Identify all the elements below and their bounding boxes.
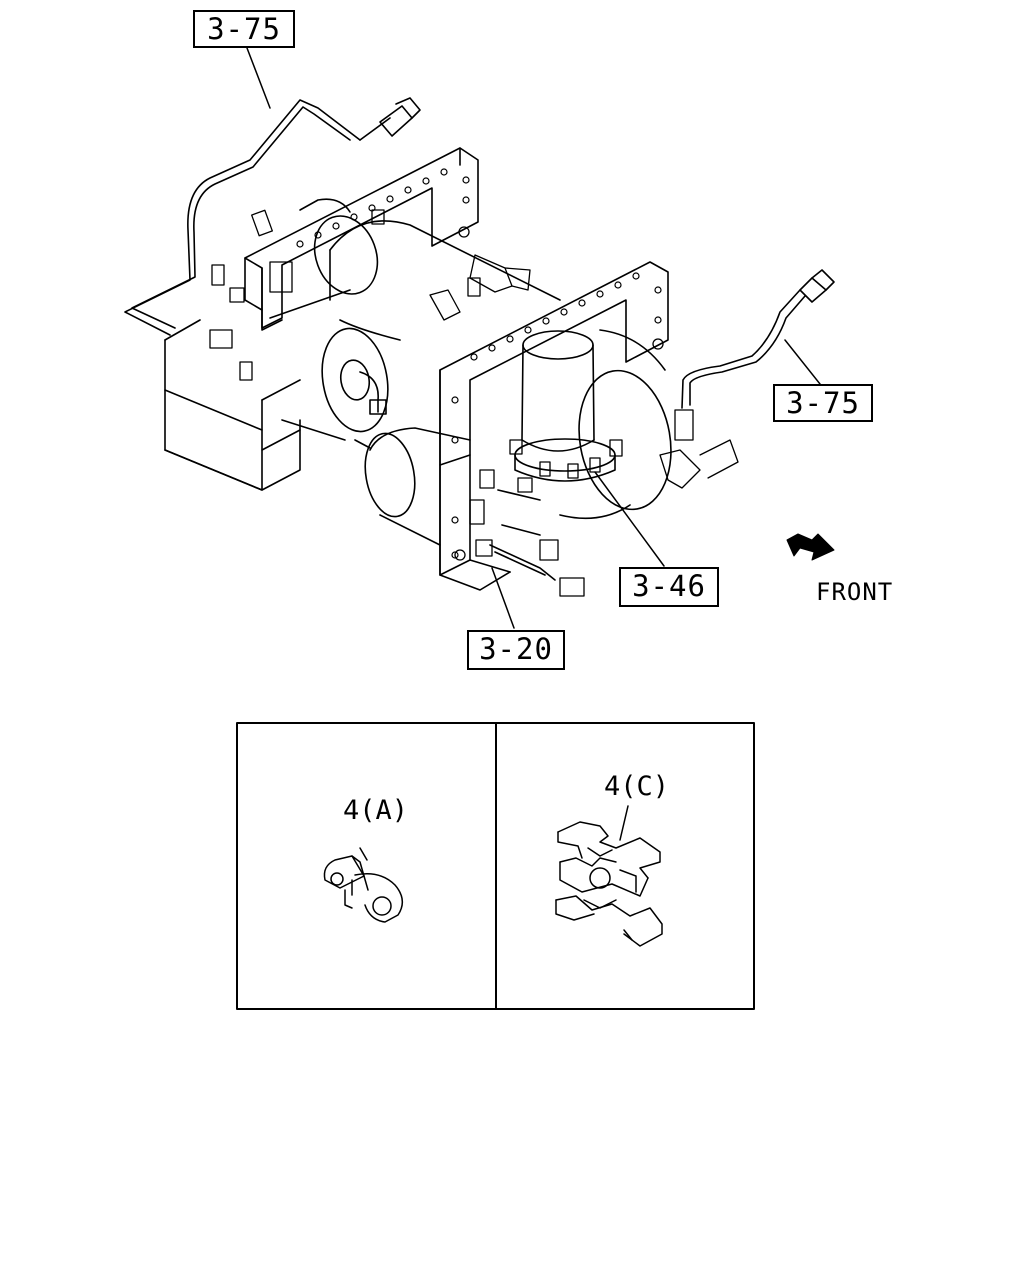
leader-lines <box>246 47 821 629</box>
callout-top-left: 3-75 <box>193 10 295 48</box>
lower-cylinder <box>354 427 471 546</box>
bracket-clip-icon <box>555 805 663 947</box>
air-dryer-assembly <box>124 97 835 597</box>
detail-label-a: 4(A) <box>343 795 409 826</box>
rear-bracket <box>244 147 479 331</box>
detail-panels <box>236 722 755 1010</box>
clip-icon <box>323 847 404 923</box>
air-pipes <box>124 97 835 581</box>
detail-label-c: 4(C) <box>604 771 670 802</box>
callout-bottom: 3-20 <box>467 630 565 670</box>
fittings <box>209 209 739 597</box>
callout-right: 3-75 <box>773 384 873 422</box>
callout-center: 3-46 <box>619 567 719 607</box>
left-cylinder <box>269 289 389 441</box>
right-tank <box>559 329 672 520</box>
front-label: FRONT <box>816 578 894 606</box>
left-housing <box>164 319 301 491</box>
arrow-icon <box>786 533 835 561</box>
rear-cylinder <box>299 198 561 341</box>
dryer-canister <box>509 330 623 482</box>
front-bracket <box>439 261 669 591</box>
